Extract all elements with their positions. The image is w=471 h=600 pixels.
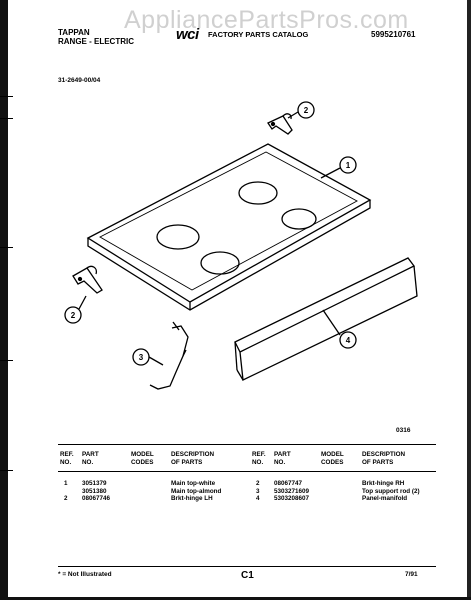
edge-tick [0, 470, 13, 471]
top-support-rod [149, 321, 189, 390]
edge-tick [0, 360, 13, 361]
table-row: 1 2 [64, 480, 68, 502]
header-description: DESCRIPTION OF PARTS [362, 451, 406, 466]
burner-opening [200, 251, 240, 275]
table-row: Main top-white Main top-almond Brkt-hing… [171, 480, 222, 502]
catalog-number: 5995210761 [371, 30, 416, 39]
header-part-no: PART NO. [274, 451, 291, 466]
footer-rule [58, 566, 436, 567]
edge-tick [0, 118, 13, 119]
burner-opening [156, 224, 200, 250]
table-row: 3051379 3051380 08067746 [82, 480, 111, 502]
callout-2: 2 [71, 311, 76, 320]
table-top-rule [58, 444, 436, 445]
figure-code: 0316 [396, 427, 411, 434]
scan-left-edge [0, 0, 8, 600]
callout-3: 3 [139, 353, 144, 362]
table-header-rule [58, 471, 436, 472]
table-row: 08067747 5303271609 5303208607 [274, 480, 310, 502]
callout-4: 4 [346, 336, 351, 345]
edge-tick [0, 247, 13, 248]
revision-date: 7/91 [405, 571, 418, 578]
model-number: 31-2649-00/04 [58, 77, 101, 84]
panel-manifold [234, 257, 418, 381]
page-number: C1 [241, 570, 254, 581]
main-top-panel [86, 143, 372, 311]
scan-bottom-edge [0, 597, 471, 600]
burner-opening [281, 208, 317, 230]
footnote: * = Not Illustrated [58, 571, 112, 578]
catalog-title: FACTORY PARTS CATALOG [208, 30, 309, 39]
header-model-codes: MODEL CODES [321, 451, 344, 466]
product-type: RANGE - ELECTRIC [58, 37, 134, 46]
header-part-no: PART NO. [82, 451, 99, 466]
header-ref-no: REF. NO. [252, 451, 266, 466]
edge-tick [0, 96, 13, 97]
wci-logo: wci [176, 26, 199, 43]
header-model-codes: MODEL CODES [131, 451, 154, 466]
table-row: Brkt-hinge RH Top support rod (2) Panel-… [362, 480, 420, 502]
brand-name: TAPPAN [58, 28, 90, 37]
scan-right-edge [467, 0, 471, 600]
header-ref-no: REF. NO. [60, 451, 74, 466]
hinge-bracket-rh [267, 113, 293, 135]
table-row: 2 3 4 [256, 480, 260, 502]
watermark: AppliancePartsPros.com [124, 6, 409, 34]
callout-1: 1 [346, 161, 351, 170]
header-description: DESCRIPTION OF PARTS [171, 451, 215, 466]
callout-2: 2 [304, 106, 309, 115]
burner-opening [238, 181, 278, 205]
hinge-bracket-lh [72, 265, 103, 294]
